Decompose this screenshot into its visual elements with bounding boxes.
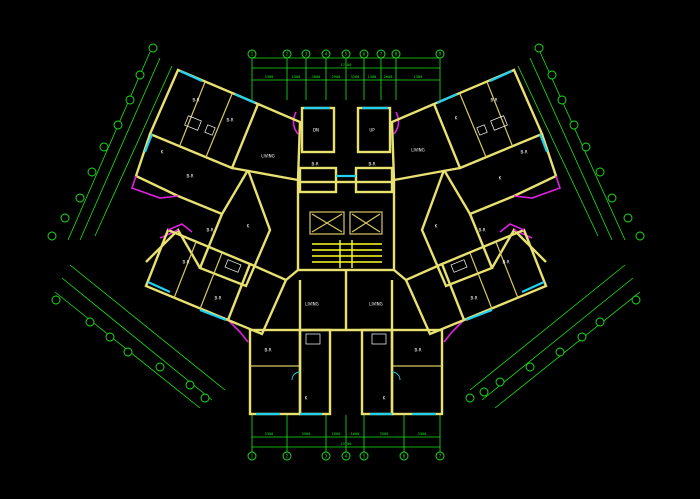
room-label: K — [161, 150, 164, 155]
svg-text:9: 9 — [439, 52, 442, 57]
top-dim-2: 1500 — [292, 75, 301, 79]
room-label: B-R — [415, 348, 422, 353]
top-dim-3: 3000 — [312, 75, 321, 79]
axis-bubble-top-4: 4 — [321, 49, 331, 59]
svg-text:5: 5 — [345, 52, 348, 57]
lower-left-wing — [144, 223, 299, 343]
top-axis-bubbles: 1 2 3 4 5 6 7 8 9 — [247, 49, 445, 59]
axis-bubble-top-9: 9 — [435, 49, 445, 59]
axis-bubble-bottom-5: 5 — [359, 451, 369, 461]
top-dim-6: 1300 — [368, 75, 377, 79]
svg-text:6: 6 — [403, 454, 406, 459]
room-label: B-R — [312, 162, 319, 167]
top-dim-8: 1300 — [414, 75, 423, 79]
bottom-axis-bubbles: 1 2 3 4 5 6 7 — [247, 451, 445, 461]
upper-left-wing — [130, 68, 302, 288]
room-label: UP — [369, 128, 375, 133]
svg-text:5: 5 — [363, 454, 366, 459]
bottom-total-dim: 15700 — [341, 442, 352, 446]
axis-bubble-bottom-3: 3 — [321, 451, 331, 461]
room-label: B-R — [479, 228, 486, 233]
axis-bubble-top-2: 2 — [282, 49, 292, 59]
diagonal-dimension-chains — [47, 43, 645, 409]
elevator-shaft-left — [309, 211, 345, 235]
room-label: K — [383, 396, 386, 401]
room-label: B-R — [183, 260, 190, 265]
bottom-dim-4: 1600 — [351, 432, 360, 436]
top-dim-7: 2600 — [384, 75, 393, 79]
svg-text:2: 2 — [286, 454, 289, 459]
axis-bubble-bottom-7: 7 — [435, 451, 445, 461]
svg-text:7: 7 — [439, 454, 442, 459]
room-label: LIVING — [261, 154, 274, 159]
lr-bubbles — [465, 295, 641, 403]
svg-text:7: 7 — [380, 52, 383, 57]
room-label: K — [305, 396, 308, 401]
lower-right-wing — [393, 223, 548, 343]
room-label: B-R — [369, 162, 376, 167]
axis-bubble-bottom-6: 6 — [399, 451, 409, 461]
axis-bubble-top-3: 3 — [301, 49, 311, 59]
room-label: B-R — [227, 118, 234, 123]
bottom-left-block — [248, 328, 332, 416]
bottom-right-block — [360, 328, 444, 416]
elevator-shaft-right — [349, 211, 383, 235]
axis-bubble-bottom-2: 2 — [282, 451, 292, 461]
svg-text:3: 3 — [325, 454, 328, 459]
axis-bubble-bottom-1: 1 — [247, 451, 257, 461]
room-label: DN — [313, 128, 319, 133]
bottom-dim-6: 3300 — [418, 432, 427, 436]
room-label: LIVING — [411, 148, 424, 153]
axis-bubble-bottom-4: 4 — [341, 451, 351, 461]
bottom-dimension-chain: 3300 3500 1600 1600 3500 3300 15700 — [251, 415, 441, 452]
top-total-dim: 17100 — [341, 63, 352, 67]
bottom-dim-1: 3300 — [265, 432, 274, 436]
room-label: B-R — [503, 260, 510, 265]
central-core — [292, 106, 400, 332]
svg-text:4: 4 — [345, 454, 348, 459]
svg-text:8: 8 — [395, 52, 398, 57]
svg-text:1: 1 — [251, 52, 254, 57]
room-label: B-R — [471, 296, 478, 301]
axis-bubble-top-5: 5 — [341, 49, 351, 59]
axis-bubble-top-6: 6 — [359, 49, 369, 59]
room-label: K — [455, 116, 458, 121]
bottom-dim-2: 3500 — [302, 432, 311, 436]
ur-bubbles — [534, 43, 645, 241]
top-dim-5: 3200 — [351, 75, 360, 79]
room-label: B-R — [265, 348, 272, 353]
svg-text:4: 4 — [325, 52, 328, 57]
room-label: LIVING — [305, 302, 318, 307]
ul-bubbles — [47, 43, 158, 241]
ll-bubbles — [51, 295, 210, 403]
room-label: LIVING — [369, 302, 382, 307]
room-label: K — [247, 224, 250, 229]
top-dim-4: 2900 — [332, 75, 341, 79]
room-label: B-R — [187, 174, 194, 179]
room-label: B-R — [193, 98, 200, 103]
top-dim-1: 3300 — [265, 75, 274, 79]
axis-bubble-top-7: 7 — [376, 49, 386, 59]
svg-text:6: 6 — [363, 52, 366, 57]
room-labels: B-R B-R K B-R LIVING DN UP B-R LIVING K … — [161, 98, 528, 401]
room-label: B-R — [207, 228, 214, 233]
svg-text:2: 2 — [286, 52, 289, 57]
upper-right-wing — [390, 68, 562, 288]
bottom-dim-3: 1600 — [332, 432, 341, 436]
bottom-dim-5: 3500 — [380, 432, 389, 436]
axis-bubble-top-1: 1 — [247, 49, 257, 59]
svg-text:3: 3 — [305, 52, 308, 57]
stair-block — [312, 240, 382, 268]
axis-bubble-top-8: 8 — [391, 49, 401, 59]
room-label: K — [499, 176, 502, 181]
top-dimension-chain: 17100 3300 1500 3000 2900 3200 1300 2600… — [251, 55, 441, 100]
room-label: B-R — [215, 296, 222, 301]
svg-text:1: 1 — [251, 454, 254, 459]
room-label: K — [435, 224, 438, 229]
room-label: B-R — [491, 98, 498, 103]
room-label: B-R — [521, 150, 528, 155]
